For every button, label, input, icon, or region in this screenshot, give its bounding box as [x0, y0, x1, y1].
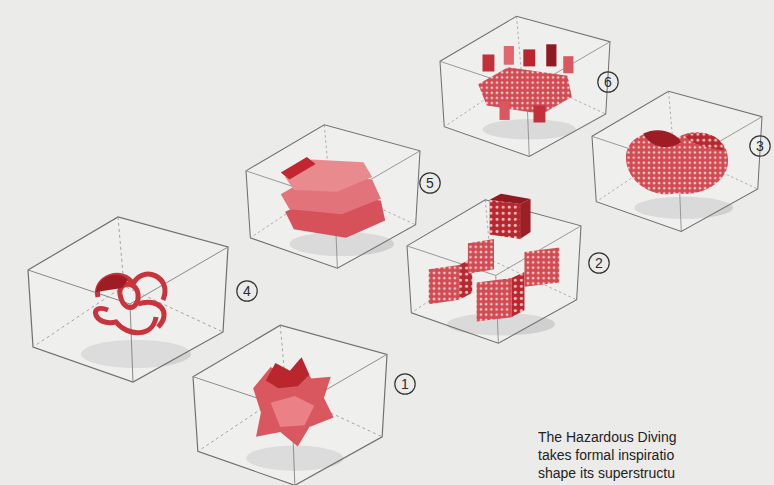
- caption-text: The Hazardous Diving takes formal inspir…: [538, 428, 698, 482]
- callout-number: 4: [236, 280, 258, 302]
- model-cube: [28, 217, 228, 382]
- callout-number: 6: [597, 71, 619, 93]
- callout-circle: 5: [419, 172, 441, 194]
- callout-circle: 1: [394, 373, 416, 395]
- model-cube: [407, 194, 581, 344]
- callout-number: 1: [394, 373, 416, 395]
- callout-circle: 6: [597, 71, 619, 93]
- model-cube: [592, 91, 762, 231]
- callout-number: 3: [749, 135, 771, 157]
- model-cube: [246, 125, 420, 269]
- model-cube: [193, 325, 387, 485]
- callout-number: 2: [588, 252, 610, 274]
- model-cube: [440, 16, 610, 156]
- callout-number: 5: [419, 172, 441, 194]
- callout-circle: 4: [236, 280, 258, 302]
- callout-circle: 2: [588, 252, 610, 274]
- callout-circle: 3: [749, 135, 771, 157]
